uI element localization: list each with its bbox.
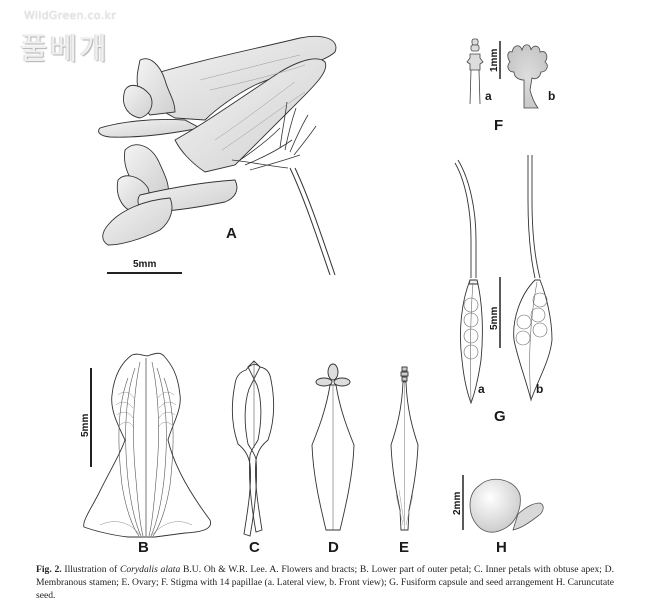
figure-caption: Fig. 2. Illustration of Corydalis alata …: [36, 563, 614, 602]
caption-text: B.U. Oh & W.R. Lee. A. Flowers and bract…: [36, 564, 615, 601]
scale-label-a: 5mm: [133, 259, 157, 270]
caption-intro: Illustration of: [64, 564, 118, 575]
panel-e-ovary: [390, 366, 419, 531]
panel-c-inner-petals: [231, 360, 275, 537]
panel-label-c: C: [249, 539, 260, 556]
panel-g-capsules: [454, 155, 553, 405]
panel-label-b: B: [138, 539, 149, 556]
panel-label-d: D: [328, 539, 339, 556]
panel-label-h: H: [496, 539, 507, 556]
panel-g-sublabel-a: a: [478, 382, 485, 396]
panel-f-sublabel-a: a: [485, 89, 492, 103]
caption-species: Corydalis alata: [119, 564, 181, 575]
panel-label-g: G: [494, 408, 506, 425]
scale-label-g: 5mm: [489, 306, 500, 330]
watermark-url: WildGreen.co.kr: [24, 9, 117, 22]
panel-label-a: A: [226, 225, 237, 242]
panel-f-stigma: [466, 38, 548, 109]
watermark-korean-text: 풀베개: [20, 32, 109, 67]
scale-label-f: 1mm: [489, 48, 500, 72]
scale-label-h: 2mm: [452, 491, 463, 515]
panel-d-stamen: [311, 363, 355, 531]
panel-a-flowers: [98, 35, 337, 276]
panel-g-sublabel-b: b: [536, 382, 544, 396]
scale-label-b: 5mm: [80, 413, 91, 437]
panel-f-sublabel-b: b: [548, 89, 556, 103]
panel-label-f: F: [494, 117, 504, 134]
panel-b-outer-petal: [83, 352, 212, 538]
panel-label-e: E: [399, 539, 410, 556]
panel-h-seed: [469, 478, 544, 533]
caption-fig-label: Fig. 2.: [36, 564, 62, 575]
